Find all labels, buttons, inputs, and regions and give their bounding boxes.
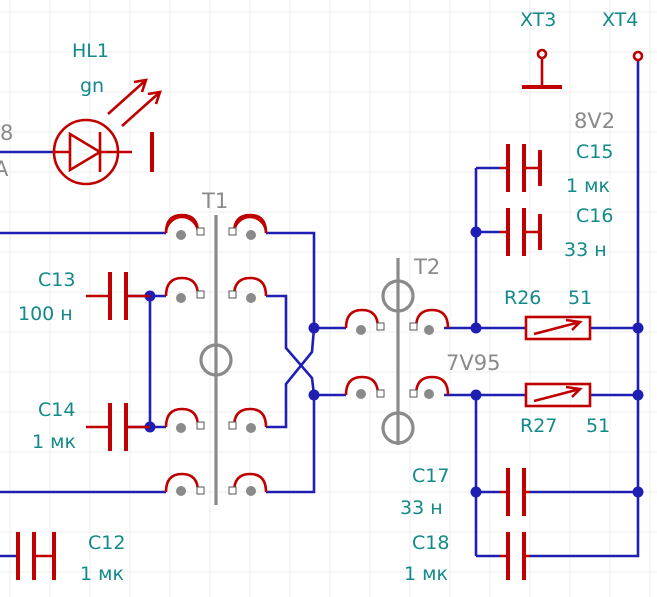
junction-dot bbox=[308, 322, 320, 334]
r27-value: 51 bbox=[586, 415, 610, 437]
c17-value: 33 н bbox=[400, 497, 443, 519]
capacitor-c14: C14 1 мк bbox=[32, 399, 150, 453]
resistor-r27: R27 51 bbox=[520, 382, 610, 437]
junction-dot bbox=[470, 322, 482, 334]
c14-value: 1 мк bbox=[32, 431, 76, 453]
wire-xt4-bus bbox=[530, 60, 640, 558]
led-left-value-fragment: A bbox=[0, 157, 9, 181]
junction-dot bbox=[632, 389, 644, 401]
r26-value: 51 bbox=[568, 287, 592, 309]
wires bbox=[0, 60, 640, 558]
c13-value: 100 н bbox=[18, 303, 73, 325]
capacitor-c15: C15 1 мк bbox=[500, 141, 613, 197]
t2-ref: T2 bbox=[413, 255, 440, 279]
c18-ref: C18 bbox=[412, 532, 449, 554]
led-light-arrow bbox=[107, 78, 148, 115]
led-value: gn bbox=[80, 75, 104, 97]
junction-dot bbox=[308, 389, 320, 401]
c14-ref: C14 bbox=[38, 399, 75, 421]
led-hl1: HL1 gn 8 A bbox=[0, 40, 162, 186]
capacitor-c17: C17 33 н bbox=[400, 465, 530, 519]
connector-xt3: XT3 bbox=[520, 9, 562, 89]
wire-t1-mid-lower bbox=[266, 327, 316, 429]
diode-value-label: 8V2 bbox=[574, 109, 615, 133]
c17-ref: C17 bbox=[412, 465, 449, 487]
transformer-t1: T1 bbox=[164, 189, 268, 505]
led-ref: HL1 bbox=[72, 40, 109, 62]
led-left-ref-fragment: 8 bbox=[0, 121, 13, 145]
junction-dot bbox=[470, 226, 482, 238]
connector-xt4: XT4 bbox=[602, 9, 644, 62]
wire-t1-bottom-right bbox=[266, 395, 316, 494]
t1-ref: T1 bbox=[201, 189, 228, 213]
xt4-ref: XT4 bbox=[602, 9, 638, 31]
c16-value: 33 н bbox=[564, 239, 607, 261]
c16-ref: C16 bbox=[576, 205, 613, 227]
wire-t1-mid-upper bbox=[266, 294, 316, 396]
c15-value: 1 мк bbox=[566, 175, 610, 197]
capacitor-c18: C18 1 мк bbox=[404, 532, 530, 585]
c12-ref: C12 bbox=[88, 532, 125, 554]
junction-dot bbox=[632, 486, 644, 498]
junction-dot bbox=[470, 389, 482, 401]
t2-value: 7V95 bbox=[446, 351, 500, 375]
junction-dot bbox=[470, 486, 482, 498]
c13-ref: C13 bbox=[38, 269, 75, 291]
resistor-r26: R26 51 bbox=[504, 287, 592, 341]
wire-t1-top-right bbox=[266, 231, 316, 328]
junction-nodes bbox=[144, 226, 644, 498]
c18-value: 1 мк bbox=[404, 563, 448, 585]
capacitor-c16: C16 33 н bbox=[500, 205, 613, 261]
capacitor-c12: C12 1 мк bbox=[16, 532, 125, 585]
led-light-arrow bbox=[121, 90, 162, 127]
transformer-t2: T2 7V95 bbox=[344, 255, 500, 445]
c15-ref: C15 bbox=[576, 141, 613, 163]
xt3-ref: XT3 bbox=[520, 9, 556, 31]
r26-ref: R26 bbox=[504, 287, 541, 309]
c12-value: 1 мк bbox=[80, 563, 124, 585]
capacitor-c13: C13 100 н bbox=[18, 269, 150, 325]
r27-ref: R27 bbox=[520, 415, 557, 437]
junction-dot bbox=[632, 322, 644, 334]
